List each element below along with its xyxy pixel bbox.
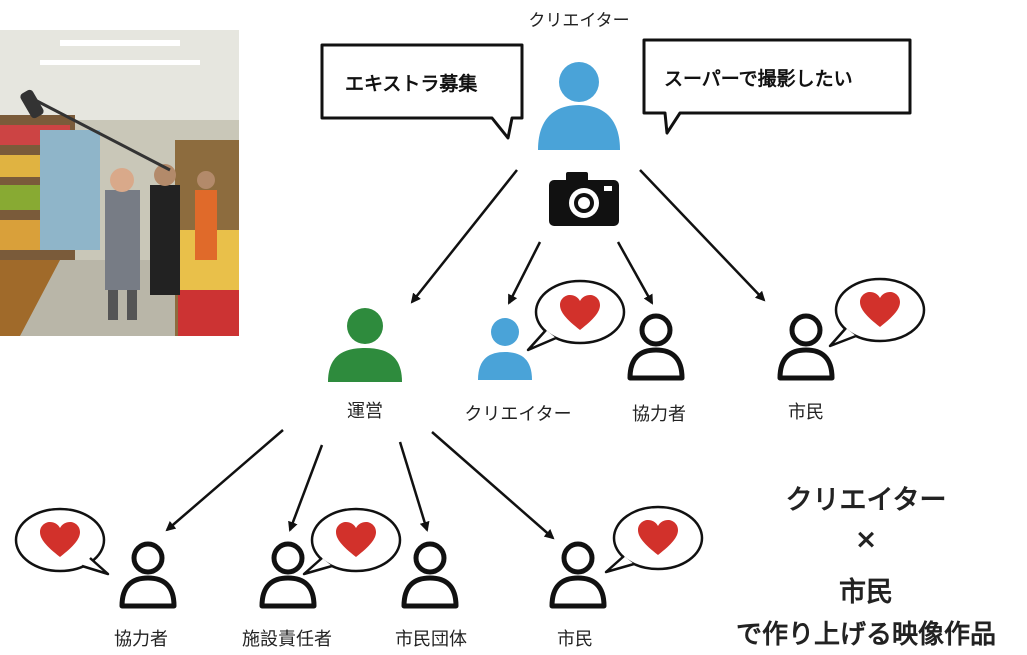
bubble-right-text: スーパーで撮影したい	[664, 68, 853, 90]
heart-bubble-l3-citizen	[604, 505, 704, 574]
arrow-op-to-facility	[288, 444, 324, 532]
operation-person-icon	[328, 308, 402, 382]
speech-bubble-right	[642, 38, 912, 135]
camera-icon	[549, 172, 619, 226]
citizen-label: 市民	[788, 402, 824, 423]
summary-line-1: クリエイター	[785, 485, 947, 516]
heart-bubble-citizen	[828, 277, 926, 348]
summary-line-2: ×	[854, 524, 878, 555]
summary-line-4: で作り上げる映像作品	[735, 620, 997, 650]
creator-label: クリエイター	[464, 404, 572, 425]
bubble-left-text: エキストラ募集	[345, 73, 478, 95]
arrow-to-operation	[410, 169, 518, 304]
arrow-op-to-citizen	[431, 431, 555, 540]
citizen-person-icon	[552, 544, 604, 606]
heart-bubble-l3-facility	[302, 507, 402, 576]
facility-manager-person-icon	[262, 544, 314, 606]
collaborator-person-icon	[630, 316, 682, 378]
l3-citizen-label: 市民	[557, 629, 593, 650]
arrow-to-citizen	[639, 169, 766, 302]
arrow-to-collaborator	[616, 241, 654, 305]
arrow-to-creator	[507, 241, 542, 305]
arrow-op-to-group	[398, 441, 430, 532]
heart-bubble-creator	[526, 279, 626, 352]
collaborator-person-icon	[122, 544, 174, 606]
l3-collaborator-label: 協力者	[114, 629, 168, 650]
arrow-op-to-collaborator	[165, 429, 284, 532]
summary-line-3: 市民	[839, 577, 893, 608]
top-creator-label: クリエイター	[528, 11, 630, 31]
citizen-person-icon	[780, 316, 832, 378]
citizen-group-person-icon	[404, 544, 456, 606]
top-creator-person-icon	[538, 62, 620, 150]
speech-bubble-left	[320, 43, 524, 140]
l3-citizen-group-label: 市民団体	[395, 629, 467, 650]
heart-bubble-l3-collaborator	[14, 507, 110, 576]
collaborator-label: 協力者	[632, 404, 686, 425]
filming-photo	[0, 30, 239, 336]
creator-person-icon	[478, 318, 532, 380]
operation-label: 運営	[347, 401, 383, 422]
l3-facility-manager-label: 施設責任者	[242, 629, 332, 650]
